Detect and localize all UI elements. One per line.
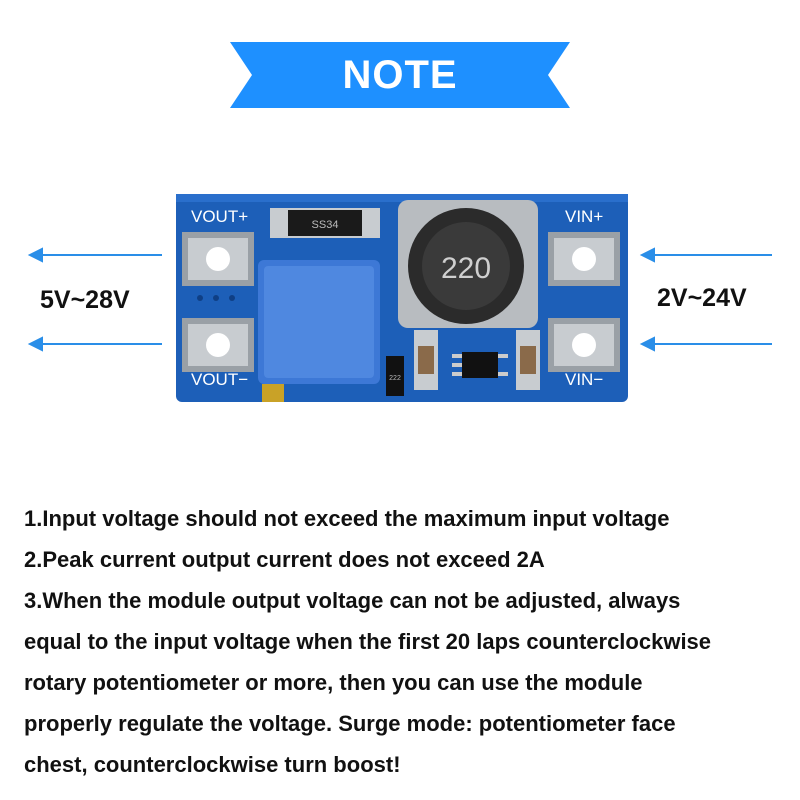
resistor-component: 222	[386, 356, 404, 396]
vin-plus-pad	[548, 232, 620, 286]
diode-label: SS34	[312, 219, 339, 231]
diode-component: SS34	[270, 208, 380, 238]
note-line: equal to the input voltage when the firs…	[24, 629, 712, 654]
note-banner-ribbon	[230, 42, 570, 108]
output-voltage-label: 5V~28V	[40, 286, 130, 314]
note-line: chest, counterclockwise turn boost!	[24, 752, 401, 777]
vin-minus-label: VIN−	[565, 370, 604, 389]
right-arrow-top	[639, 247, 772, 263]
notes-list: 1.Input voltage should not exceed the ma…	[24, 498, 784, 785]
note-line: 3.When the module output voltage can not…	[24, 588, 681, 613]
left-arrow-top	[27, 247, 162, 263]
vin-plus-label: VIN+	[565, 207, 604, 226]
right-arrow-bottom	[639, 336, 772, 352]
ic-chip	[452, 352, 508, 378]
vout-plus-pad	[182, 232, 254, 286]
vin-minus-pad	[548, 318, 620, 372]
inductor-component: 220	[398, 200, 538, 328]
input-voltage-label: 2V~24V	[657, 284, 747, 312]
potentiometer-component	[258, 260, 380, 402]
note-banner-title: NOTE	[342, 52, 458, 97]
vout-plus-label: VOUT+	[191, 207, 249, 226]
inductor-label: 220	[441, 252, 491, 285]
boost-module-board: SS34 220 222	[27, 194, 772, 402]
vout-minus-pad	[182, 318, 254, 372]
note-line: 2.Peak current output current does not e…	[24, 547, 545, 572]
left-arrow-bottom	[27, 336, 162, 352]
note-line: properly regulate the voltage. Surge mod…	[24, 711, 676, 736]
note-line: rotary potentiometer or more, then you c…	[24, 670, 643, 695]
note-line: 1.Input voltage should not exceed the ma…	[24, 506, 670, 531]
resistor-label: 222	[389, 375, 401, 382]
vout-minus-label: VOUT−	[191, 370, 249, 389]
